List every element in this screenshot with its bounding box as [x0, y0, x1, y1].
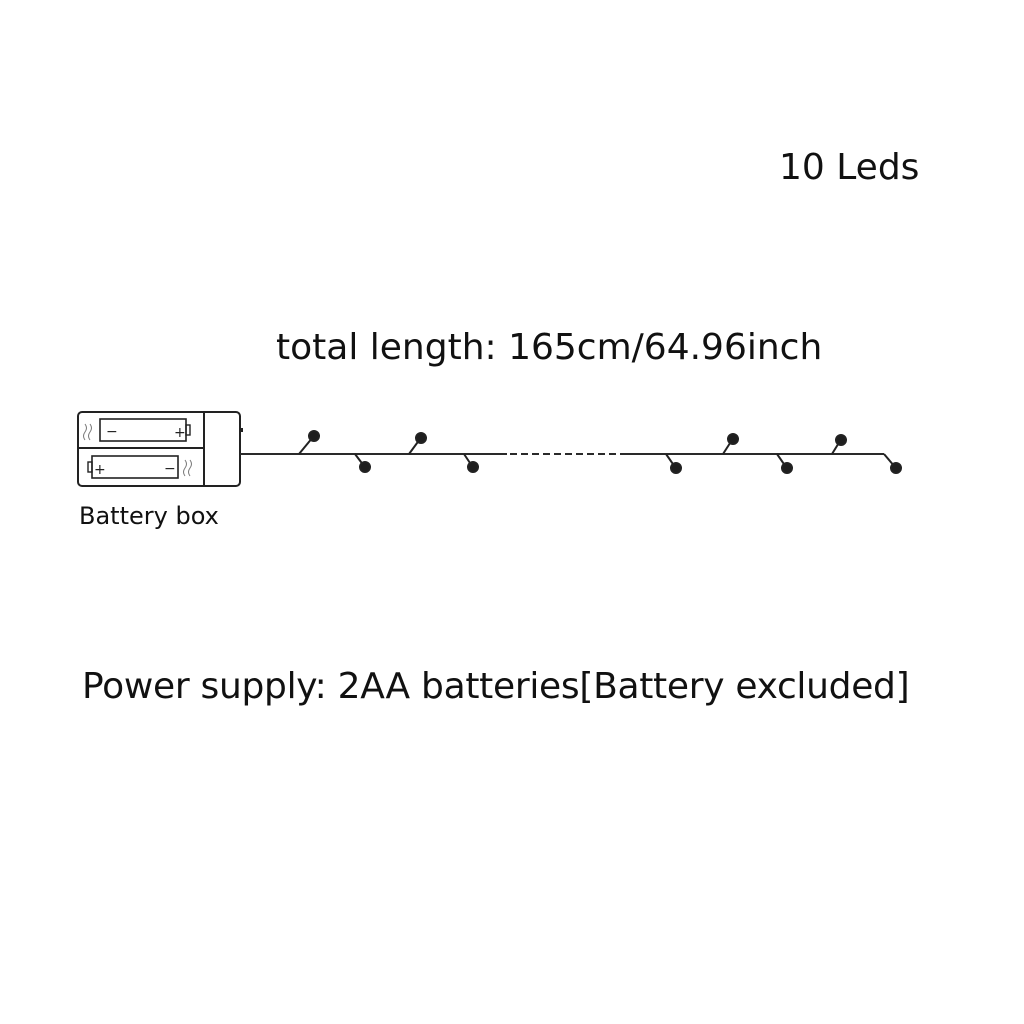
led-icon [665, 453, 682, 474]
svg-text:+: + [94, 462, 106, 478]
power-supply-label: Power supply: 2AA batteries[Battery excl… [82, 666, 910, 707]
led-icon [776, 453, 793, 474]
led-icon [722, 433, 739, 455]
led-icon [463, 453, 479, 473]
switch-nub [240, 428, 243, 432]
battery-icon-top: − + [83, 418, 191, 442]
led-icon [883, 453, 902, 474]
led-count-label: 10 Leds [779, 147, 920, 188]
total-length-label: total length: 165cm/64.96inch [276, 327, 823, 368]
led-beads [298, 430, 902, 474]
battery-box-label: Battery box [79, 502, 219, 530]
led-icon [408, 432, 427, 455]
led-icon [354, 453, 371, 473]
battery-icon-bottom: + − [87, 455, 192, 479]
led-icon [298, 430, 320, 455]
svg-text:+: + [174, 425, 186, 441]
svg-text:−: − [164, 461, 176, 477]
battery-box: − + + − [77, 411, 243, 487]
svg-text:−: − [106, 424, 118, 440]
led-icon [831, 434, 847, 455]
